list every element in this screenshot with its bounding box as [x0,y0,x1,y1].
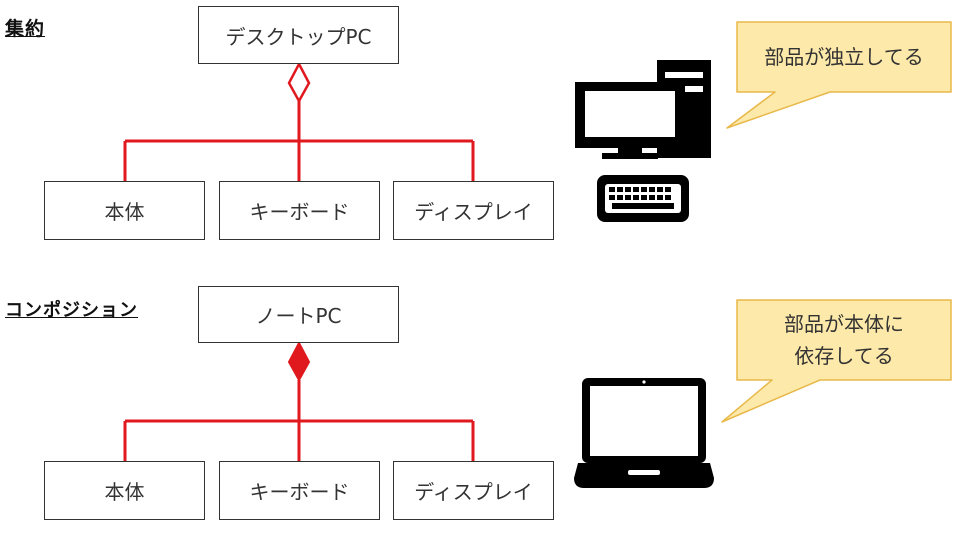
aggregation-child-box-keyboard: キーボード [219,181,380,240]
composition-section-label: コンポジション [5,300,138,321]
aggregation-section-label: 集約 [5,18,46,40]
composition-parent-box: ノートPC [198,286,399,343]
composition-child-box-keyboard: キーボード [219,461,380,520]
aggregation-child-box-body: 本体 [44,181,205,240]
aggregation-callout-bubble [726,21,952,129]
composition-filled-diamond [287,340,311,383]
aggregation-child-box-display: ディスプレイ [393,181,554,240]
keyboard-icon [597,175,689,222]
composition-callout-bubble [721,299,952,423]
aggregation-hollow-diamond [287,61,311,104]
desktop-computer-icon [575,60,711,159]
composition-connectors [123,380,475,461]
aggregation-callout-text: 部品が独立してる [764,45,924,69]
aggregation-connectors [123,101,475,181]
composition-callout-text-line1: 部品が本体に [784,312,904,336]
aggregation-parent-box: デスクトップPC [198,6,399,64]
composition-callout-text-line2: 依存してる [794,344,894,368]
composition-child-box-body: 本体 [44,461,205,520]
composition-child-box-display: ディスプレイ [393,461,554,520]
laptop-icon [574,378,714,488]
